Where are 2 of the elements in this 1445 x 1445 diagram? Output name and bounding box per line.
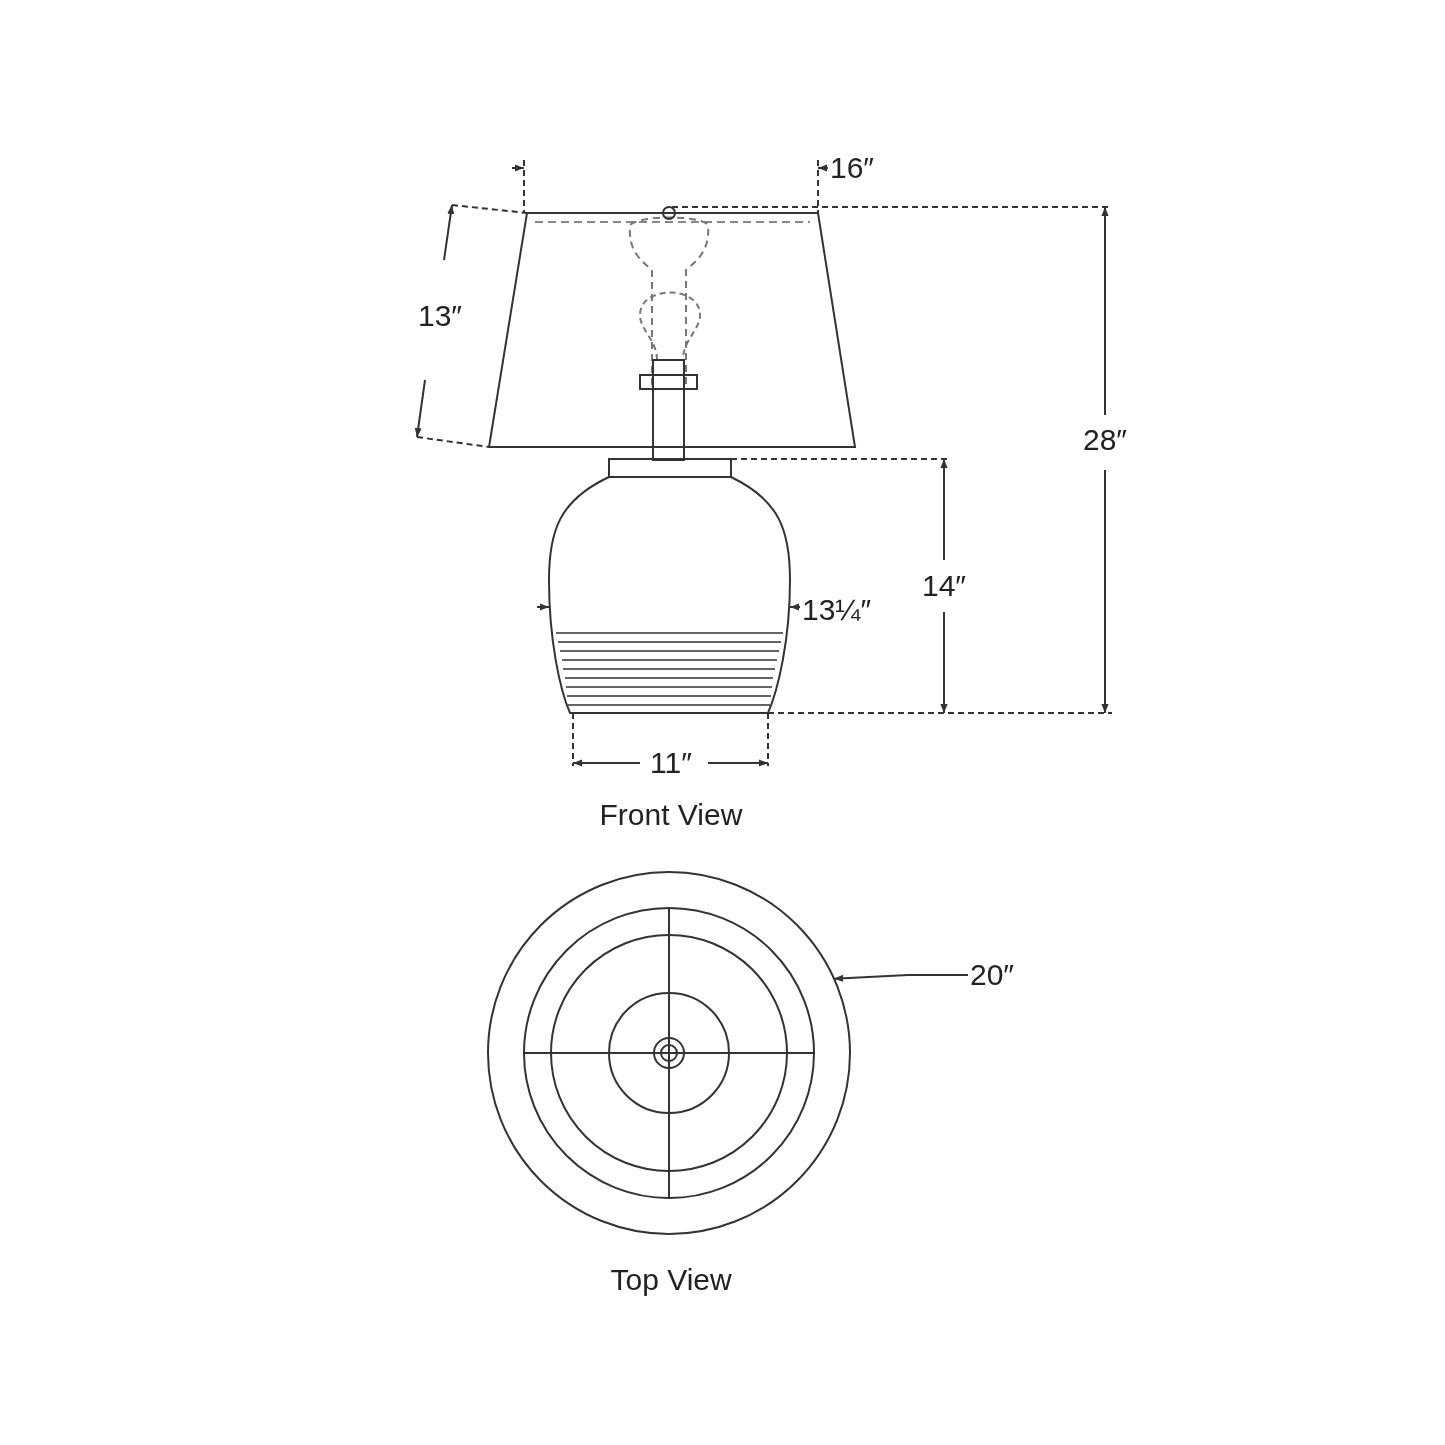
leader-line	[833, 974, 969, 982]
shade-outline-circle	[487, 871, 851, 1235]
